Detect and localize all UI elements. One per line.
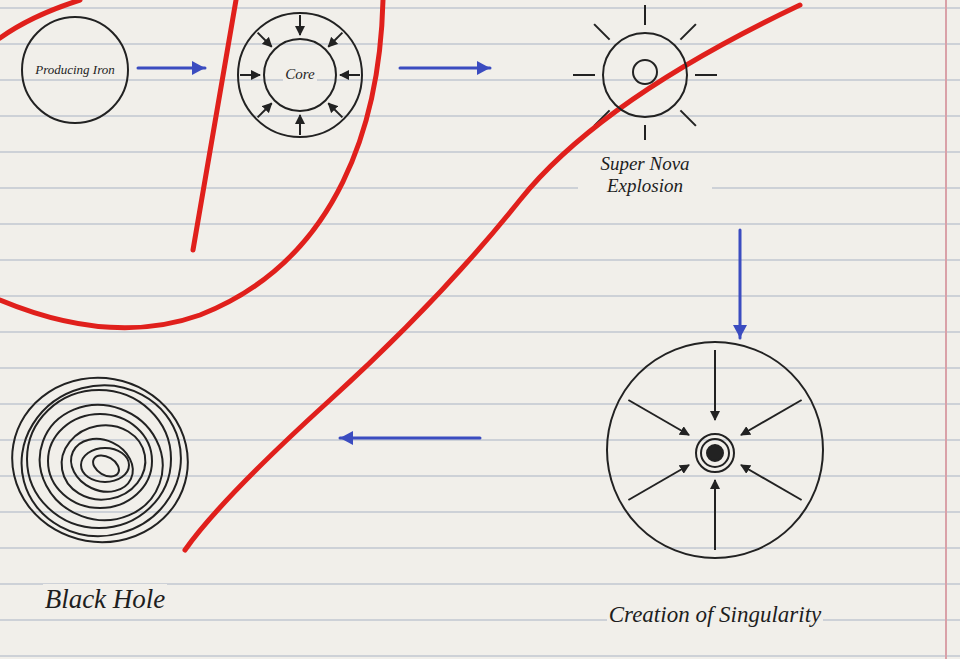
circle-outline: [607, 342, 823, 558]
node-label: Producing Iron: [33, 63, 117, 78]
arrow-head: [733, 325, 747, 338]
margin-line: [945, 0, 947, 659]
circle-outline: [603, 33, 687, 117]
black-hole-scribble: [0, 364, 201, 556]
stage-circle: Producing Iron: [20, 15, 130, 125]
text-slot: Core: [262, 37, 338, 113]
flow-arrow: [340, 431, 480, 445]
core-circle: Core: [262, 37, 338, 113]
collapse-sketch: [238, 13, 362, 137]
circle-outline: [580, 340, 850, 640]
node-label: Creation of Singularity: [607, 602, 824, 628]
text-slot: Creation of Singularity: [580, 602, 850, 628]
text-slot: Producing Iron: [20, 15, 130, 125]
circle-outline: [22, 17, 128, 123]
arrow-head: [340, 431, 353, 445]
node-label: Super Nova Explosion: [578, 153, 712, 197]
black-hole: Black Hole: [5, 370, 205, 630]
arrow-head: [192, 61, 205, 75]
flow-arrow: [733, 230, 747, 338]
arrow-shaft: [340, 437, 480, 440]
flow-arrow: [138, 61, 205, 75]
supernova-circle: Super Nova Explosion: [565, 5, 725, 215]
node-label: Black Hole: [43, 584, 168, 615]
red-annotation: [0, 0, 800, 550]
flow-arrow: [400, 61, 490, 75]
supernova-sketch: [573, 5, 717, 140]
singularity-circle: Creation of Singularity: [580, 340, 850, 640]
text-slot: Super Nova Explosion: [565, 153, 725, 197]
arrow-shaft: [739, 230, 742, 338]
circle-outline: [264, 39, 336, 111]
singularity-sketch: [628, 350, 801, 550]
text-slot: Black Hole: [5, 584, 205, 615]
arrow-shaft: [400, 67, 490, 70]
node-label: Core: [283, 66, 316, 83]
arrow-head: [477, 61, 490, 75]
paper-ruling: [0, 8, 960, 656]
